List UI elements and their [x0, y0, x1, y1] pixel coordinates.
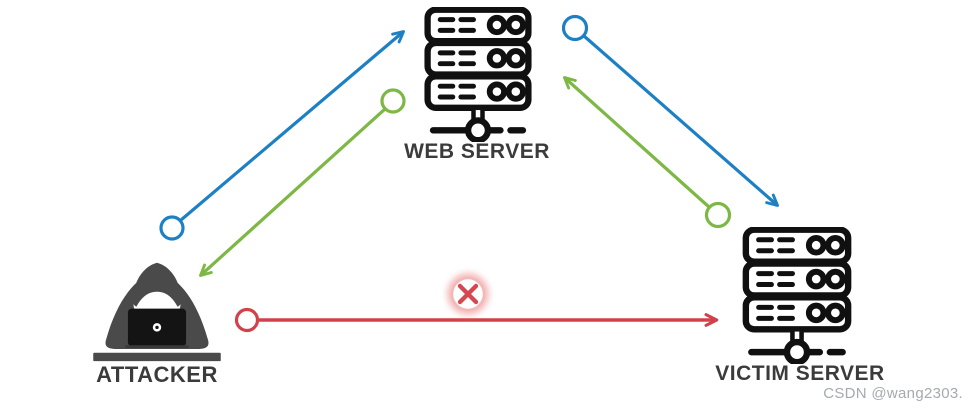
attacker-label: ATTACKER	[96, 362, 218, 387]
arrow-attacker-to-victim-server-blocked	[234, 307, 719, 333]
arrow-attacker-to-web-server	[159, 30, 405, 241]
attacker-icon	[93, 262, 221, 362]
arrow-origin-dot	[704, 201, 732, 229]
arrow-origin-dot	[561, 14, 589, 42]
arrow-origin-dot	[380, 88, 406, 114]
arrow-web-server-to-attacker	[199, 88, 406, 277]
web-server-label: WEB SERVER	[404, 140, 550, 163]
watermark-text: CSDN @wang2303.	[823, 385, 963, 402]
arrow-web-server-to-victim-server	[561, 14, 779, 207]
victim-server-icon	[746, 230, 848, 362]
arrow-origin-dot	[159, 215, 185, 241]
web-server-icon	[428, 10, 529, 141]
blocked-x-icon	[447, 273, 489, 315]
arrow-origin-dot	[234, 307, 260, 333]
arrow-victim-server-to-web-server	[563, 76, 732, 229]
victim-server-label: VICTIM SERVER	[715, 362, 885, 385]
